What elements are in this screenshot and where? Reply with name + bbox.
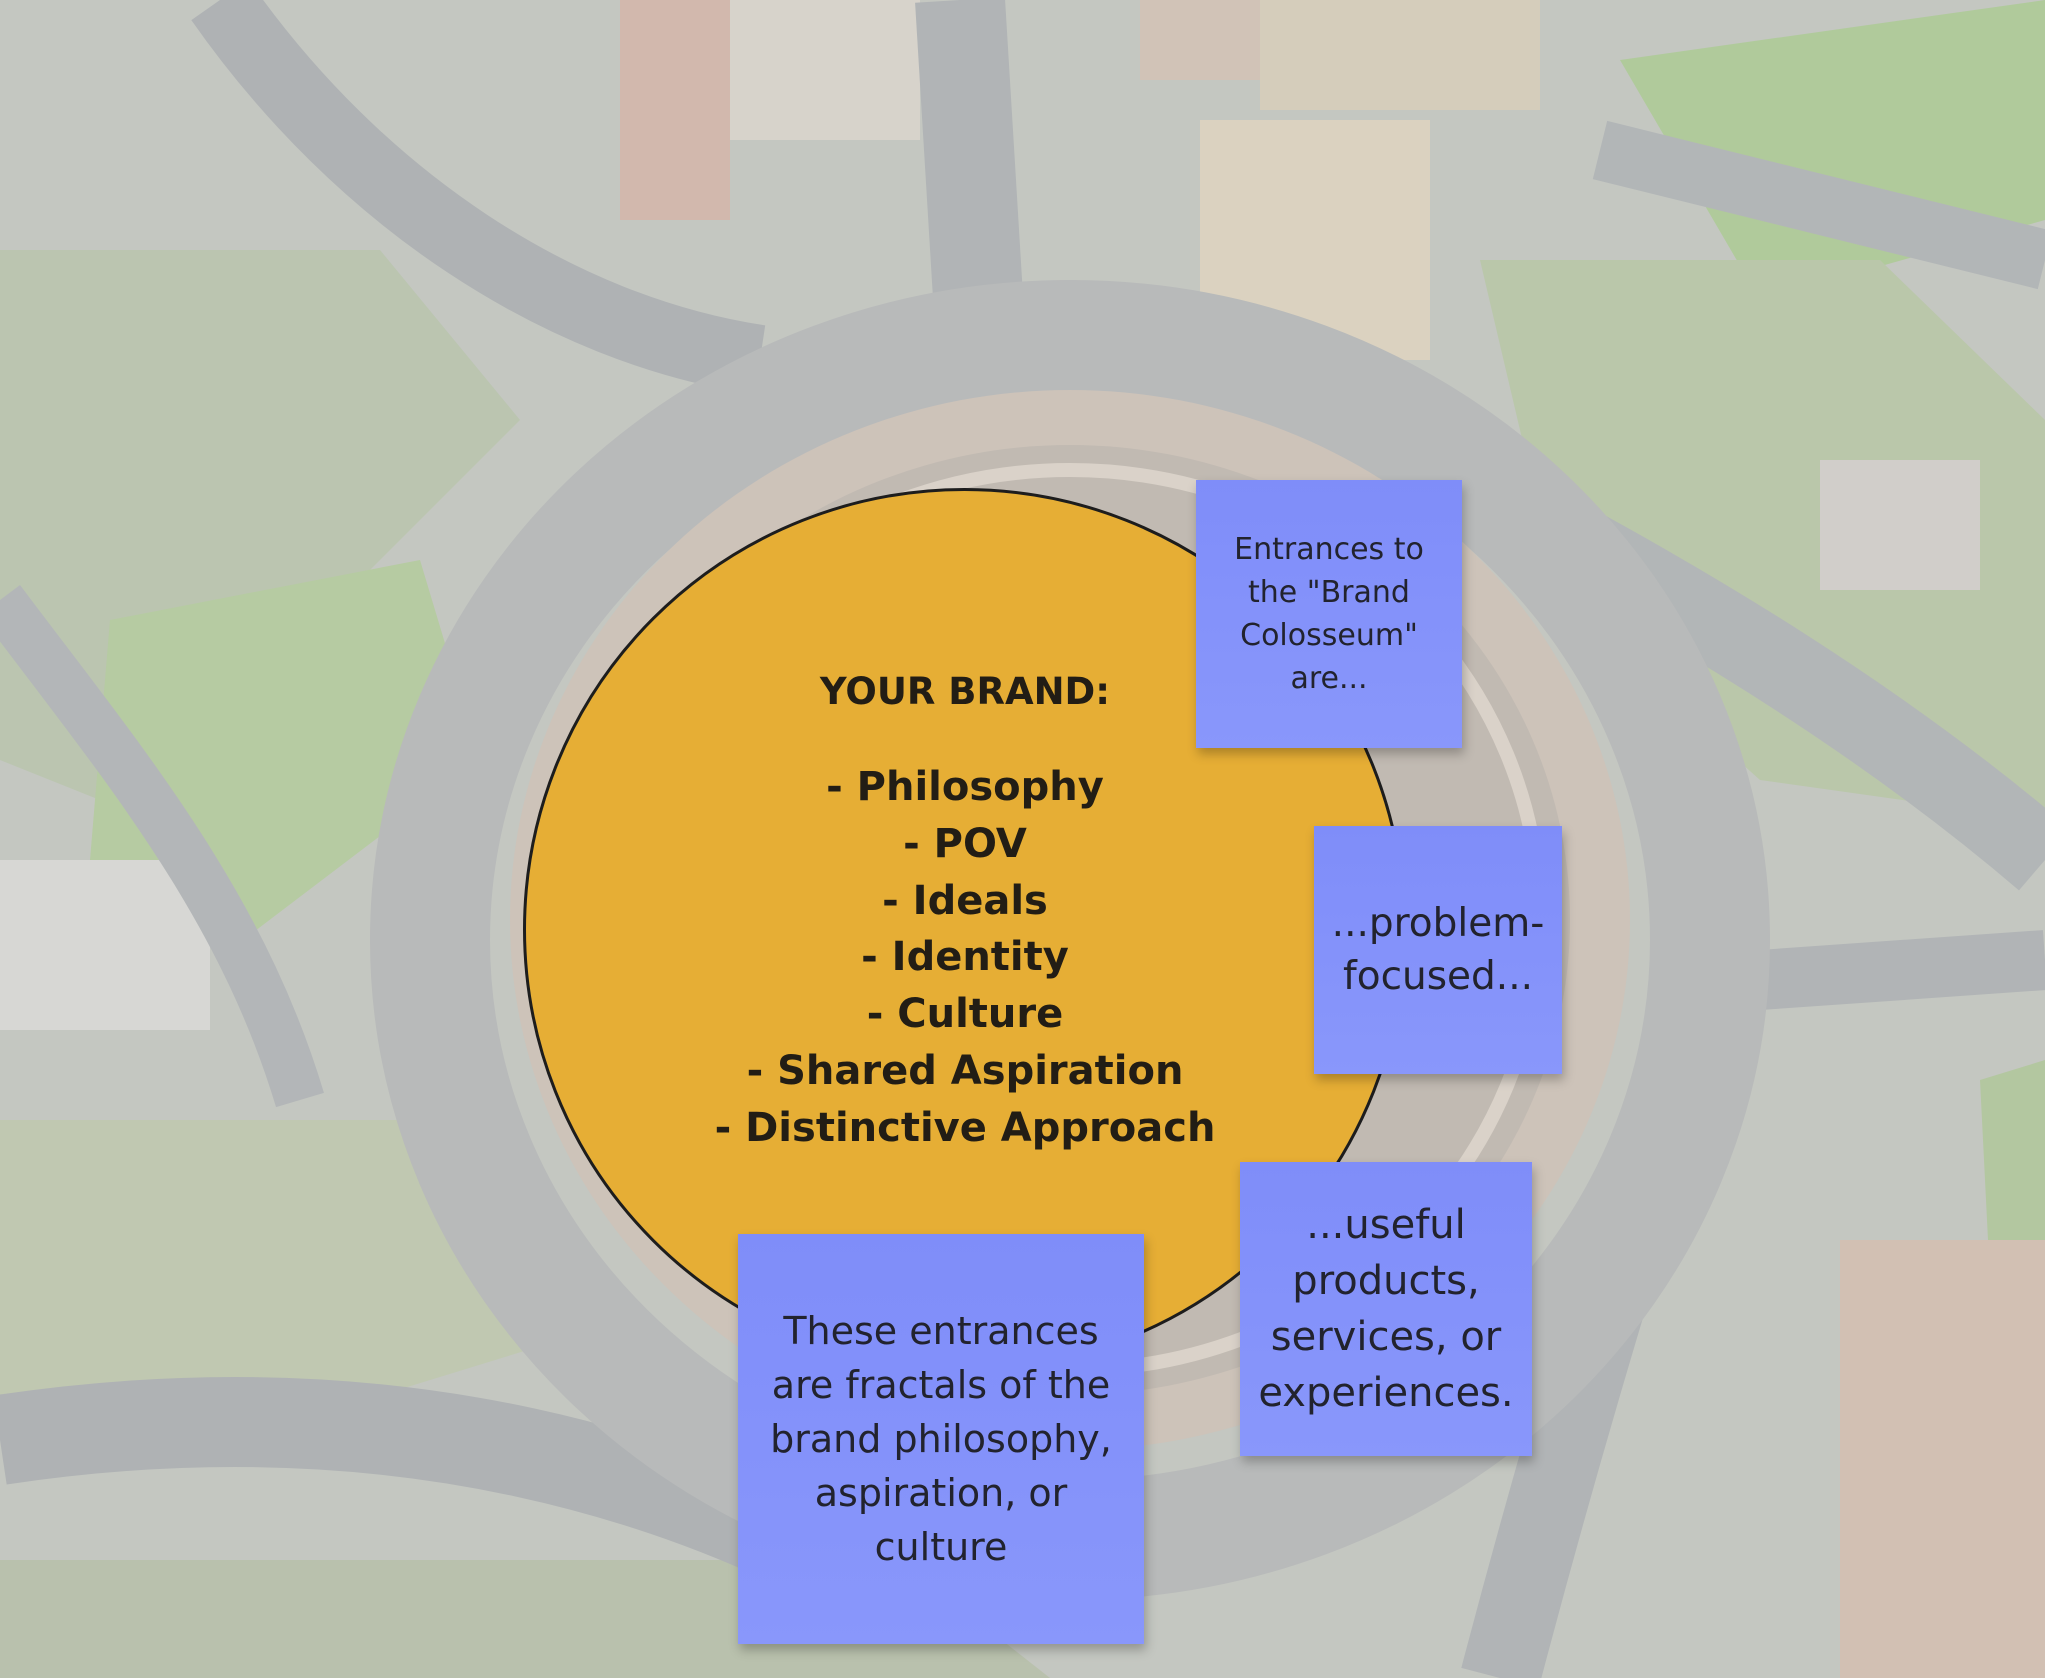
brand-item-shared-aspiration: - Shared Aspiration bbox=[746, 1047, 1184, 1094]
sticky-note-entrances[interactable]: Entrances to the "Brand Colosseum" are..… bbox=[1196, 480, 1462, 748]
sticky-note-problem-focused[interactable]: ...problem-focused... bbox=[1314, 826, 1562, 1074]
brand-item-identity: - Identity bbox=[861, 934, 1069, 981]
brand-item-distinctive-approach: - Distinctive Approach bbox=[714, 1104, 1216, 1151]
sticky-note-fractals-text: These entrances are fractals of the bran… bbox=[770, 1309, 1112, 1569]
sticky-note-useful-products-text: ...useful products, services, or experie… bbox=[1258, 1202, 1514, 1416]
brand-item-ideals: - Ideals bbox=[882, 877, 1048, 924]
brand-item-culture: - Culture bbox=[866, 991, 1064, 1038]
sticky-note-entrances-text: Entrances to the "Brand Colosseum" are..… bbox=[1234, 532, 1424, 696]
brand-text: YOUR BRAND: - Philosophy - POV - Ideals … bbox=[690, 670, 1240, 1157]
brand-item-pov: - POV bbox=[903, 820, 1027, 867]
brand-title: YOUR BRAND: bbox=[819, 670, 1111, 713]
sticky-note-fractals[interactable]: These entrances are fractals of the bran… bbox=[738, 1234, 1144, 1644]
brand-item-philosophy: - Philosophy bbox=[826, 764, 1104, 810]
sticky-note-problem-focused-text: ...problem-focused... bbox=[1331, 901, 1545, 999]
sticky-note-useful-products[interactable]: ...useful products, services, or experie… bbox=[1240, 1162, 1532, 1456]
brand-list: - Philosophy - POV - Ideals - Identity -… bbox=[690, 759, 1240, 1157]
